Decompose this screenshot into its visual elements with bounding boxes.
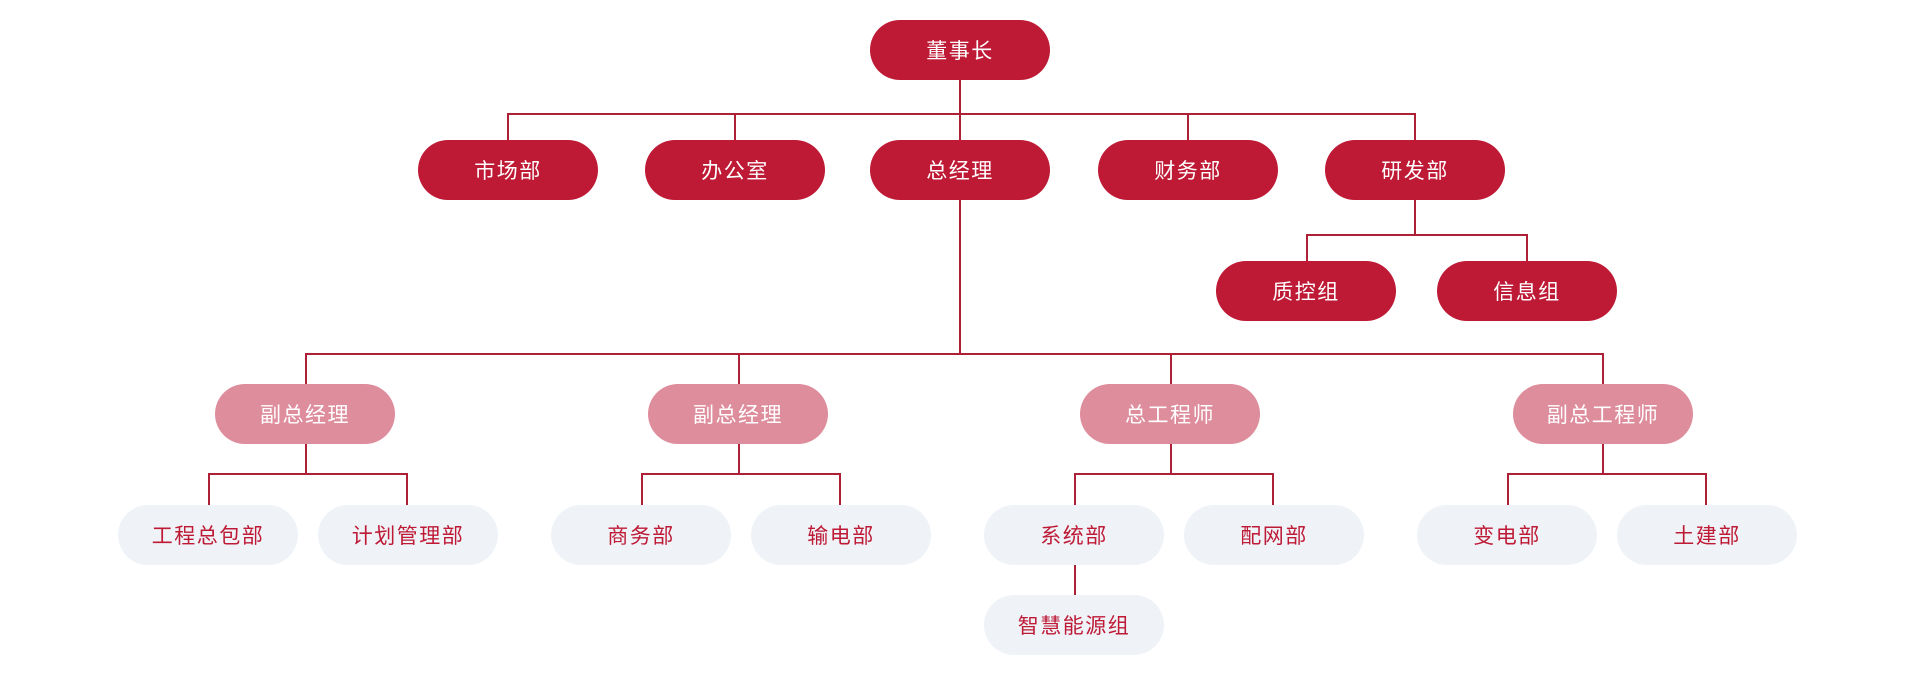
connector-line xyxy=(507,113,509,140)
connector-line xyxy=(959,113,961,140)
org-node[interactable]: 商务部 xyxy=(551,505,731,565)
org-node-label: 智慧能源组 xyxy=(1017,615,1131,638)
org-node-label: 副总经理 xyxy=(693,404,783,427)
org-node-label: 配网部 xyxy=(1240,525,1308,548)
connector-line xyxy=(305,353,1603,355)
org-node-label: 商务部 xyxy=(607,525,675,548)
connector-line xyxy=(1414,113,1416,140)
org-node[interactable]: 总工程师 xyxy=(1080,384,1260,444)
org-node[interactable]: 副总工程师 xyxy=(1513,384,1693,444)
org-node-label: 财务部 xyxy=(1154,160,1222,183)
connector-line xyxy=(1507,473,1707,475)
org-node[interactable]: 市场部 xyxy=(418,140,598,200)
connector-line xyxy=(406,473,408,505)
org-node-label: 信息组 xyxy=(1493,281,1561,304)
org-node[interactable]: 系统部 xyxy=(984,505,1164,565)
connector-line xyxy=(1526,234,1528,261)
org-node-label: 市场部 xyxy=(474,160,542,183)
org-node[interactable]: 信息组 xyxy=(1437,261,1617,321)
org-node[interactable]: 配网部 xyxy=(1184,505,1364,565)
org-node[interactable]: 质控组 xyxy=(1216,261,1396,321)
connector-line xyxy=(1074,473,1076,505)
connector-line xyxy=(1074,565,1076,595)
connector-line xyxy=(738,353,740,384)
connector-line xyxy=(208,473,210,505)
connector-line xyxy=(1507,473,1509,505)
org-node[interactable]: 变电部 xyxy=(1417,505,1597,565)
org-node-label: 副总工程师 xyxy=(1546,404,1660,427)
org-node[interactable]: 董事长 xyxy=(870,20,1050,80)
connector-line xyxy=(959,80,961,113)
connector-line xyxy=(1414,200,1416,234)
connector-line xyxy=(641,473,841,475)
org-node[interactable]: 办公室 xyxy=(645,140,825,200)
connector-line xyxy=(1602,444,1604,473)
org-node-label: 副总经理 xyxy=(260,404,350,427)
connector-line xyxy=(1170,444,1172,473)
org-node[interactable]: 副总经理 xyxy=(215,384,395,444)
org-node[interactable]: 财务部 xyxy=(1098,140,1278,200)
connector-line xyxy=(208,473,408,475)
connector-line xyxy=(305,353,307,384)
org-node-label: 总经理 xyxy=(926,160,994,183)
org-node-label: 工程总包部 xyxy=(151,525,265,548)
connector-line xyxy=(641,473,643,505)
connector-line xyxy=(507,113,1416,115)
connector-line xyxy=(1074,473,1274,475)
org-node[interactable]: 工程总包部 xyxy=(118,505,298,565)
org-node-label: 董事长 xyxy=(926,40,994,63)
connector-line xyxy=(1306,234,1527,236)
connector-line xyxy=(738,444,740,473)
org-node[interactable]: 输电部 xyxy=(751,505,931,565)
org-node[interactable]: 研发部 xyxy=(1325,140,1505,200)
org-node[interactable]: 土建部 xyxy=(1617,505,1797,565)
org-node[interactable]: 计划管理部 xyxy=(318,505,498,565)
org-node-label: 计划管理部 xyxy=(351,525,465,548)
org-node-label: 系统部 xyxy=(1040,525,1108,548)
connector-line xyxy=(1170,353,1172,384)
org-node-label: 研发部 xyxy=(1381,160,1449,183)
org-node-label: 土建部 xyxy=(1673,525,1741,548)
org-node-label: 变电部 xyxy=(1473,525,1541,548)
org-node[interactable]: 总经理 xyxy=(870,140,1050,200)
connector-line xyxy=(1602,353,1604,384)
org-node-label: 总工程师 xyxy=(1125,404,1215,427)
org-node-label: 质控组 xyxy=(1272,281,1340,304)
connector-line xyxy=(1187,113,1189,140)
org-node-label: 输电部 xyxy=(807,525,875,548)
org-node-label: 办公室 xyxy=(701,160,769,183)
org-node[interactable]: 副总经理 xyxy=(648,384,828,444)
connector-line xyxy=(1272,473,1274,505)
connector-line xyxy=(959,200,961,353)
connector-line xyxy=(1705,473,1707,505)
connector-line xyxy=(734,113,736,140)
connector-line xyxy=(1306,234,1308,261)
org-node[interactable]: 智慧能源组 xyxy=(984,595,1164,655)
connector-line xyxy=(305,444,307,473)
connector-line xyxy=(839,473,841,505)
